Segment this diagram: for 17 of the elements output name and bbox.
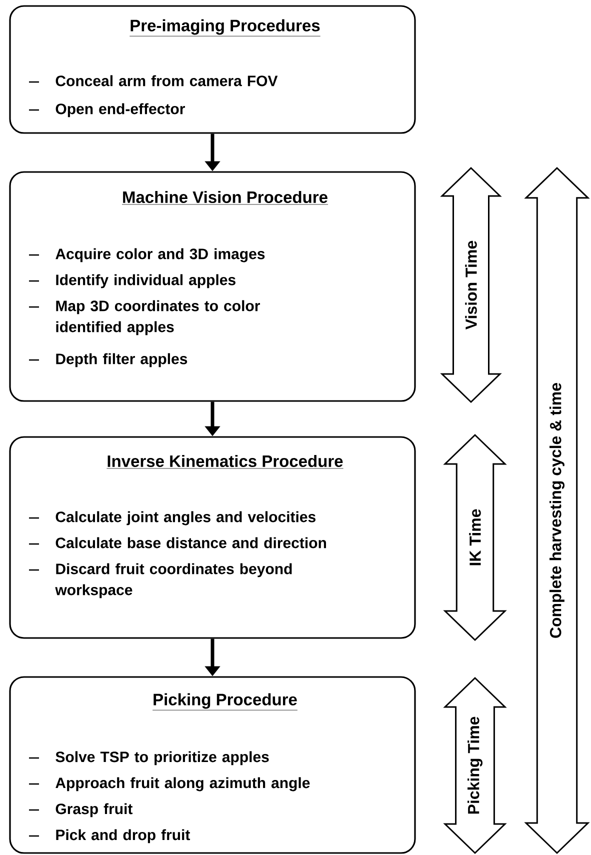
box-heading: Pre-imaging Procedures [129, 19, 321, 36]
bullet-item: Conceal arm from camera FOV [56, 75, 278, 86]
bullet-item: Depth filter apples [56, 353, 188, 368]
bullet-item: Approach fruit along azimuth angle [56, 777, 310, 792]
bullet-item: Map 3D coordinates to color identified apples [56, 300, 260, 336]
bullet-item: Acquire color and 3D images [56, 248, 265, 262]
bullet-item: Grasp fruit [56, 803, 133, 818]
bullet-item: Identify individual apples [56, 274, 236, 288]
bullet-item: Solve TSP to prioritize apples [56, 751, 269, 766]
bullet-item: Pick and drop fruit [56, 829, 190, 844]
bullet-item: Open end-effector [56, 103, 185, 118]
bullet-item: Calculate base distance and direction [56, 537, 326, 548]
bullet-item: Calculate joint angles and velocities [56, 511, 316, 526]
box-heading: Picking Procedure [152, 693, 298, 710]
box-heading: Inverse Kinematics Procedure [106, 454, 344, 469]
bullet-item: Discard fruit coordinates beyond workspace [55, 563, 292, 598]
box-heading: Machine Vision Procedure [122, 190, 328, 205]
